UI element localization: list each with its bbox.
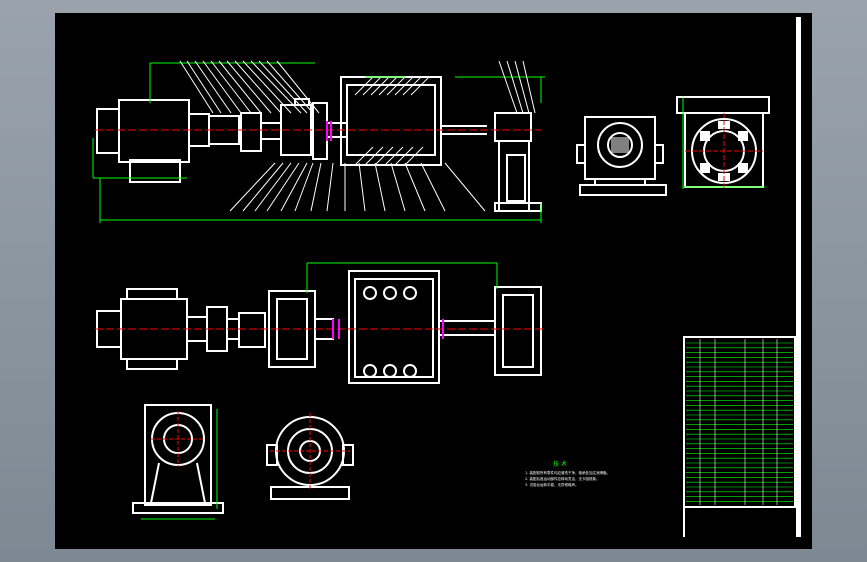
note-line: 3. 试验台运转平稳，无异常噪声。 [525, 483, 579, 487]
parts-list-table [683, 336, 796, 537]
coupling-centerlines [685, 113, 763, 189]
sheet-right-border [796, 17, 801, 537]
bracket-centerlines [151, 411, 205, 467]
technical-notes-title: 技 术 [553, 461, 567, 468]
hatch-pattern [354, 76, 430, 166]
shaft-keys [326, 121, 332, 141]
note-line: 1. 装配前所有零件均应清洗干净，轴承处加注润滑脂。 [525, 471, 610, 475]
cad-viewport[interactable]: 技 术 1. 装配前所有零件均应清洗干净，轴承处加注润滑脂。 2. 装配后各运动… [55, 13, 812, 549]
plan-view-bolts [363, 286, 417, 378]
leader-lines [179, 60, 536, 212]
bearing-hatch [611, 137, 629, 153]
dimension-lines [92, 62, 545, 223]
plan-keys [332, 319, 444, 339]
main-assembly-view [96, 76, 542, 212]
flange-centerlines [270, 413, 350, 489]
coupling-dims [682, 97, 765, 189]
end-view-bearing [576, 116, 667, 196]
assembly-drawing [92, 17, 801, 537]
plan-view [96, 270, 542, 384]
plan-dims [306, 262, 498, 293]
bracket-dims [141, 409, 218, 520]
note-line: 2. 装配后各运动部件应转动灵活，无卡阻现象。 [525, 477, 600, 481]
parts-rows [686, 339, 793, 505]
